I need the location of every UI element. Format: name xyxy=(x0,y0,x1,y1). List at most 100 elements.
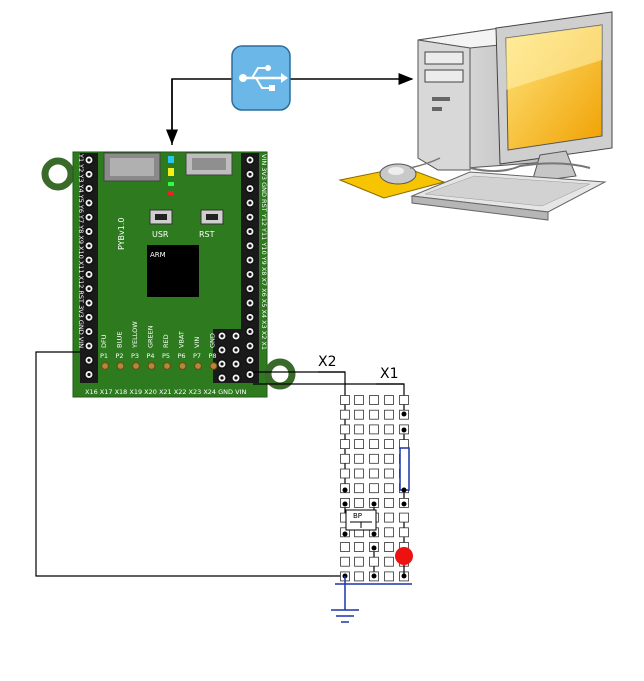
mounting-ring-left xyxy=(41,157,75,191)
yellow-led-icon xyxy=(168,168,174,176)
led-label: VIN xyxy=(193,337,201,348)
solder-pad xyxy=(132,362,140,370)
pad-label: P6 xyxy=(178,352,186,360)
breadboard-hole xyxy=(384,424,394,435)
breadboard-hole xyxy=(354,453,364,464)
breadboard-hole xyxy=(354,497,364,508)
breadboard-hole xyxy=(384,409,394,420)
solder-pad xyxy=(163,362,171,370)
usb-icon xyxy=(231,45,291,111)
solder-pad xyxy=(178,362,187,370)
led-label: YELLOW xyxy=(131,321,139,349)
pad-label: P7 xyxy=(193,352,201,360)
breadboard-hole xyxy=(354,468,364,479)
breadboard-hole xyxy=(340,424,350,435)
junction-dots xyxy=(342,411,407,579)
breadboard-hole xyxy=(384,542,394,552)
red-led-icon xyxy=(168,191,174,195)
breadboard-hole xyxy=(384,439,394,450)
breadboard-hole xyxy=(369,424,379,435)
breadboard-hole xyxy=(340,542,350,552)
arm-chip xyxy=(147,245,199,297)
right-pin-labels: VIN 3V3 GND RST Y12 Y11 Y10 Y9 X8 X7 X6 … xyxy=(260,154,268,350)
breadboard-hole xyxy=(354,439,364,450)
breadboard-hole xyxy=(340,453,350,464)
mounting-ring-right xyxy=(264,358,296,390)
rst-label: RST xyxy=(199,230,215,239)
breadboard-hole xyxy=(369,439,379,450)
pad-label: P4 xyxy=(147,352,155,360)
breadboard-hole xyxy=(384,556,394,567)
led-label: BLUE xyxy=(116,331,124,348)
breadboard-hole xyxy=(369,483,379,494)
green-led-icon xyxy=(168,182,174,186)
breadboard-hole xyxy=(384,453,394,464)
breadboard-hole xyxy=(384,527,394,538)
solder-pad xyxy=(116,362,125,370)
breadboard-hole xyxy=(369,409,379,420)
breadboard-hole xyxy=(354,542,364,552)
led-label: VBAT xyxy=(178,331,186,348)
right-header-pins xyxy=(245,155,255,380)
breadboard-hole xyxy=(384,497,394,508)
solder-pad xyxy=(194,362,202,370)
solder-pad xyxy=(101,362,109,370)
breadboard-hole xyxy=(384,512,394,523)
usr-button xyxy=(149,209,173,225)
solder-pad xyxy=(147,362,156,370)
x1-label: X1 xyxy=(380,366,399,382)
button-label: BP xyxy=(353,512,362,520)
chip-label: ARM xyxy=(150,251,166,259)
led-label: GREEN xyxy=(147,325,155,348)
breadboard-hole xyxy=(354,424,364,435)
breadboard-hole xyxy=(340,556,350,567)
pad-label: P3 xyxy=(131,352,139,360)
breadboard-hole xyxy=(369,453,379,464)
pad-label: P1 xyxy=(100,352,108,360)
breadboard-hole xyxy=(354,409,364,420)
bottom-pad-labels: P1 P2 P3 P4 P5 P6 P7 P8 xyxy=(100,352,217,360)
bottom-pads xyxy=(101,362,218,370)
breadboard-hole xyxy=(399,512,409,523)
breadboard-hole xyxy=(369,556,379,567)
usb-connection xyxy=(166,73,414,145)
breadboard-hole xyxy=(384,468,394,479)
breadboard-hole xyxy=(384,483,394,494)
resistor-icon xyxy=(399,447,410,491)
blue-led-icon xyxy=(168,156,174,163)
pyboard: USR RST PYBv1.0 ARM DFU BLUE YELLOW GREEN RE… xyxy=(72,151,268,398)
led-label: DFU xyxy=(100,334,108,348)
breadboard-hole xyxy=(399,527,409,538)
breadboard-hole xyxy=(340,395,350,405)
led-labels: DFU BLUE YELLOW GREEN RED VBAT VIN GND xyxy=(100,321,217,349)
led-label: GND xyxy=(209,333,217,348)
breadboard-hole xyxy=(369,395,379,405)
red-led-indicator xyxy=(395,547,413,576)
left-pin-labels: Y1 Y2 Y3 Y4 Y5 Y6 Y7 Y8 X9 X10 X11 X12 R… xyxy=(77,153,85,348)
breadboard-hole xyxy=(354,395,364,405)
breadboard-hole xyxy=(354,571,364,582)
breadboard-hole xyxy=(399,395,409,405)
breadboard-hole xyxy=(340,439,350,450)
solder-pad xyxy=(209,362,218,370)
breadboard-hole xyxy=(340,468,350,479)
push-button-bp: BP xyxy=(345,509,377,531)
breadboard-hole xyxy=(340,409,350,420)
breadboard-hole xyxy=(369,468,379,479)
x2-label: X2 xyxy=(318,354,337,370)
breadboard-hole xyxy=(384,395,394,405)
usr-label: USR xyxy=(152,230,169,239)
bottom-edge-labels: X16 X17 X18 X19 X20 X21 X22 X23 X24 GND … xyxy=(85,388,246,396)
power-header-pins xyxy=(217,331,241,383)
left-header-pins xyxy=(84,155,94,380)
ground-icon xyxy=(331,609,359,623)
pad-label: P5 xyxy=(162,352,170,360)
desktop-computer-icon xyxy=(338,11,613,221)
pad-label: P2 xyxy=(116,352,124,360)
board-model-label: PYBv1.0 xyxy=(117,218,126,250)
pad-label: P8 xyxy=(209,352,217,360)
breadboard-hole xyxy=(354,556,364,567)
breadboard-hole xyxy=(354,483,364,494)
led-label: RED xyxy=(162,334,170,348)
